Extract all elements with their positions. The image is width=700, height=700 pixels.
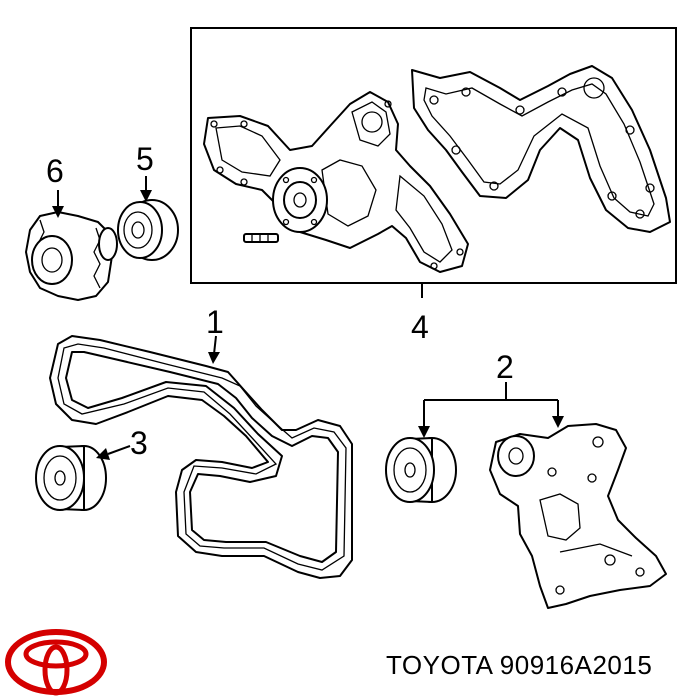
toyota-logo-icon xyxy=(5,629,107,696)
detail-frame xyxy=(190,27,677,284)
brand-name: TOYOTA xyxy=(386,650,493,680)
part-1-drive-belt xyxy=(49,335,353,579)
part-6-pulley xyxy=(25,211,118,301)
water-pump-gasket xyxy=(411,65,671,233)
callout-5: 5 xyxy=(136,141,154,177)
callout-6: 6 xyxy=(46,153,64,189)
callout-2: 2 xyxy=(496,349,514,385)
part-caption: TOYOTA 90916A2015 xyxy=(386,650,652,681)
callout-4: 4 xyxy=(411,309,429,345)
callout-1: 1 xyxy=(206,304,224,340)
part-3-idler-pulley xyxy=(35,445,107,511)
water-pump xyxy=(203,91,469,273)
callout-3: 3 xyxy=(130,425,148,461)
leader-lines xyxy=(52,176,564,460)
part-2-tensioner-bracket xyxy=(489,423,667,609)
part-number: 90916A2015 xyxy=(499,650,653,680)
part-2-tensioner-pulley xyxy=(385,437,457,503)
part-5-idler-pulley xyxy=(117,199,179,261)
